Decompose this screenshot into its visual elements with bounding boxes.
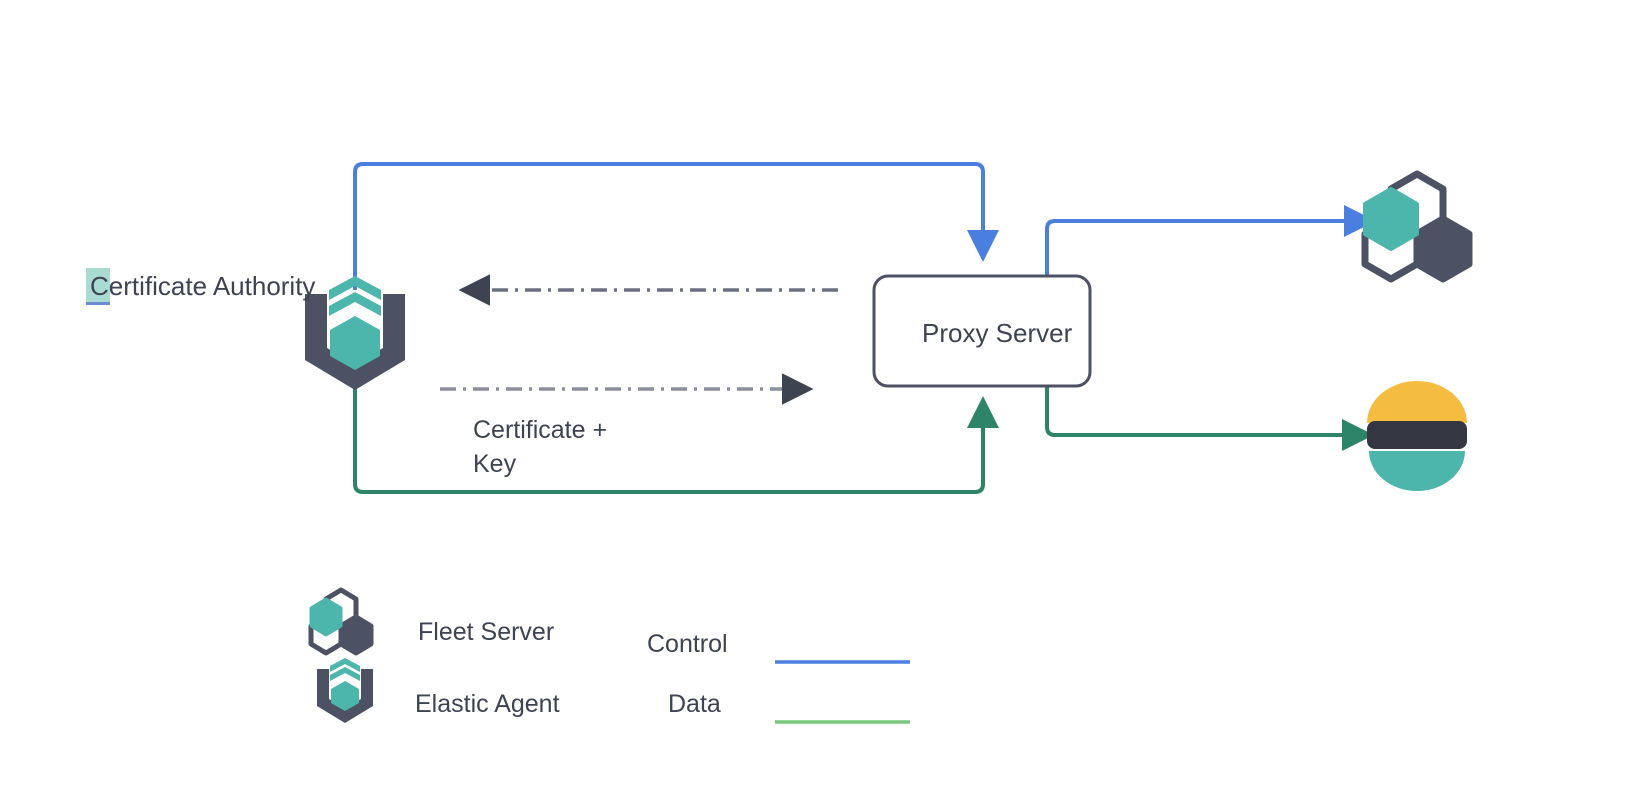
legend-line-label-control: Control bbox=[647, 630, 728, 658]
fleet-server-icon-node bbox=[1361, 170, 1473, 283]
edge-control-agent-to-proxy bbox=[353, 162, 999, 290]
legend-line-label-data: Data bbox=[668, 690, 721, 718]
proxy-server-box[interactable] bbox=[872, 274, 1092, 388]
elastic-agent-icon-ca bbox=[305, 276, 405, 390]
proxy-server-label: Proxy Server bbox=[922, 318, 1073, 348]
edge-data-proxy-to-elasticsearch bbox=[1045, 386, 1374, 451]
legend-elastic-agent-icon bbox=[317, 658, 373, 723]
certificate-key-edge-label: Certificate + Key bbox=[473, 416, 608, 478]
legend-item-label-elastic-agent: Elastic Agent bbox=[415, 690, 560, 718]
legend-item-label-fleet-server: Fleet Server bbox=[418, 618, 555, 646]
legend-fleet-server-icon bbox=[308, 587, 374, 656]
certificate-authority-label: Certificate Authority bbox=[90, 271, 316, 301]
certificate-authority-selection-highlight bbox=[86, 268, 110, 305]
edge-data-agent-to-proxy bbox=[353, 378, 999, 494]
edge-control-proxy-to-fleet bbox=[1045, 205, 1376, 276]
elasticsearch-icon-node bbox=[1367, 381, 1467, 491]
